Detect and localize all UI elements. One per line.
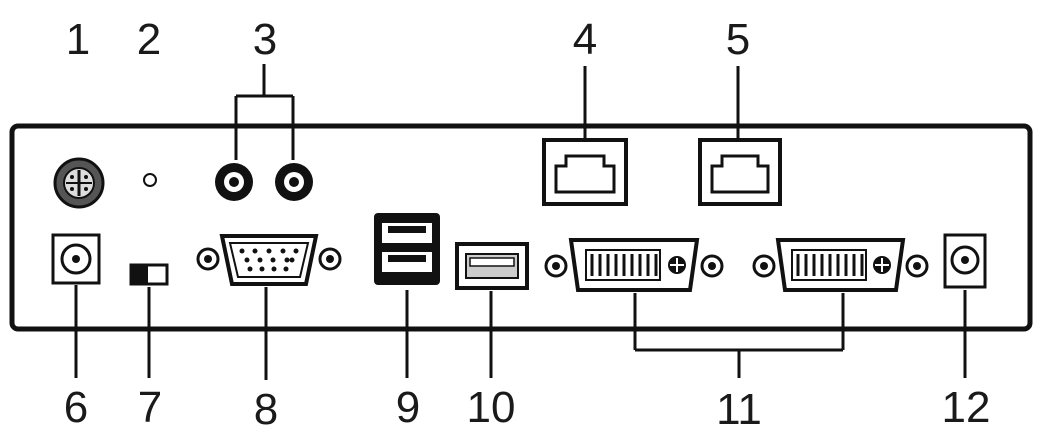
- usb-ports: [374, 213, 440, 285]
- callout-3: 3: [253, 15, 277, 64]
- callout-1: 1: [66, 15, 90, 64]
- rj45-port-4: [542, 138, 628, 206]
- mini-din-port: [53, 157, 105, 209]
- power-jack: [51, 233, 101, 285]
- sfp-port: [455, 242, 529, 290]
- callout-10: 10: [467, 383, 516, 432]
- audio-jack-left: [215, 163, 253, 201]
- callout-4: 4: [573, 15, 597, 64]
- callout-11: 11: [716, 385, 762, 434]
- led-indicator: [143, 173, 157, 187]
- audio-jack-right: [275, 163, 313, 201]
- slide-switch: [129, 263, 169, 286]
- dvi-port-left: [544, 238, 724, 292]
- power-jack-right: [943, 233, 987, 289]
- dvi-port-right: [752, 238, 929, 292]
- callout-12: 12: [942, 383, 991, 432]
- callout-9: 9: [396, 383, 420, 432]
- vga-port: [196, 234, 342, 286]
- callout-7: 7: [138, 383, 162, 432]
- device-rear-panel: [9, 123, 1033, 332]
- callout-2: 2: [137, 15, 161, 64]
- callout-6: 6: [64, 383, 88, 432]
- rj45-port-5: [698, 138, 782, 206]
- callout-8: 8: [254, 385, 278, 434]
- callout-5: 5: [726, 15, 750, 64]
